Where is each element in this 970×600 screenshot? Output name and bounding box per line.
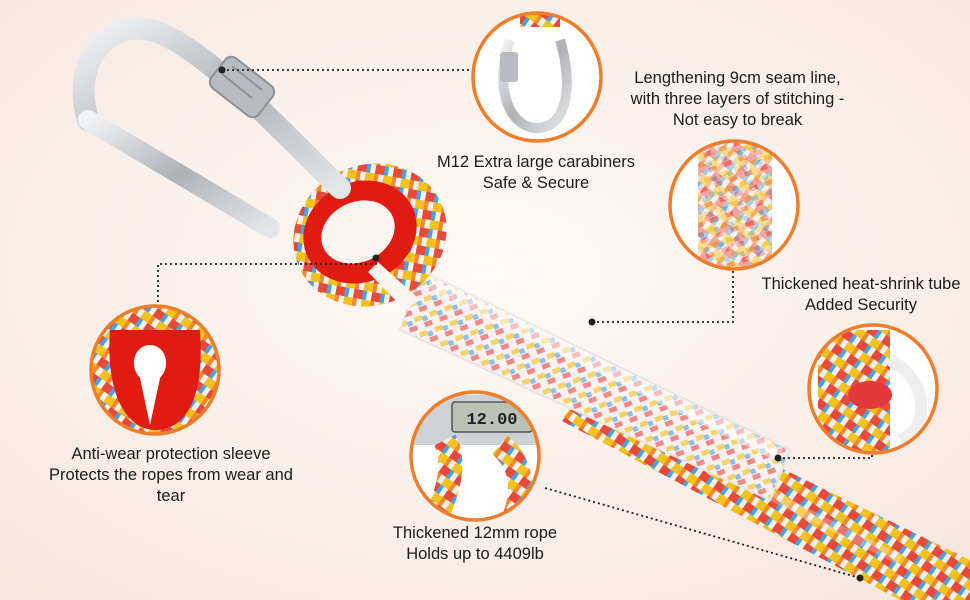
shrink-tube-label-line1: Thickened heat-shrink tube <box>761 275 961 293</box>
leader-sleeve <box>157 258 377 306</box>
sleeve-label-line1: Anti-wear protection sleeve <box>71 445 271 463</box>
carabiner-label-line1: M12 Extra large carabiners <box>436 153 636 171</box>
stitched-section <box>398 268 792 502</box>
seam-label-line1: Lengthening 9cm seam line, <box>634 69 841 87</box>
carabiner <box>72 17 351 238</box>
sleeve-label-line2: Protects the ropes from wear and <box>49 466 293 484</box>
tube-closeup <box>807 323 939 455</box>
sleeve-closeup <box>89 304 221 436</box>
shrink-tube-label: Thickened heat-shrink tube Added Securit… <box>754 274 968 316</box>
rope-eye-loop <box>293 163 447 310</box>
shrink-tube-label-line2: Added Security <box>805 296 917 314</box>
leader-lines <box>157 66 873 582</box>
seam-label-line3: Not easy to break <box>672 111 803 129</box>
caliper-closeup: 12.00 <box>409 390 541 522</box>
caliper-reading: 12.00 <box>466 411 517 430</box>
rope-label: Thickened 12mm rope Holds up to 4409lb <box>380 523 570 565</box>
carabiner-label: M12 Extra large carabiners Safe & Secure <box>410 152 662 194</box>
rope-label-line1: Thickened 12mm rope <box>392 524 558 542</box>
seam-label: Lengthening 9cm seam line, with three la… <box>610 68 865 131</box>
carabiner-closeup <box>471 11 603 143</box>
stitching-closeup <box>668 139 800 271</box>
rope-label-line2: Holds up to 4409lb <box>406 545 544 563</box>
leader-shrink-tube <box>592 270 734 323</box>
sleeve-label-line3: tear <box>156 487 186 505</box>
leader-tube-end <box>778 452 873 459</box>
seam-label-line2: with three layers of stitching - <box>630 90 845 108</box>
sleeve-label: Anti-wear protection sleeve Protects the… <box>30 444 312 507</box>
carabiner-label-line2: Safe & Secure <box>482 174 590 192</box>
